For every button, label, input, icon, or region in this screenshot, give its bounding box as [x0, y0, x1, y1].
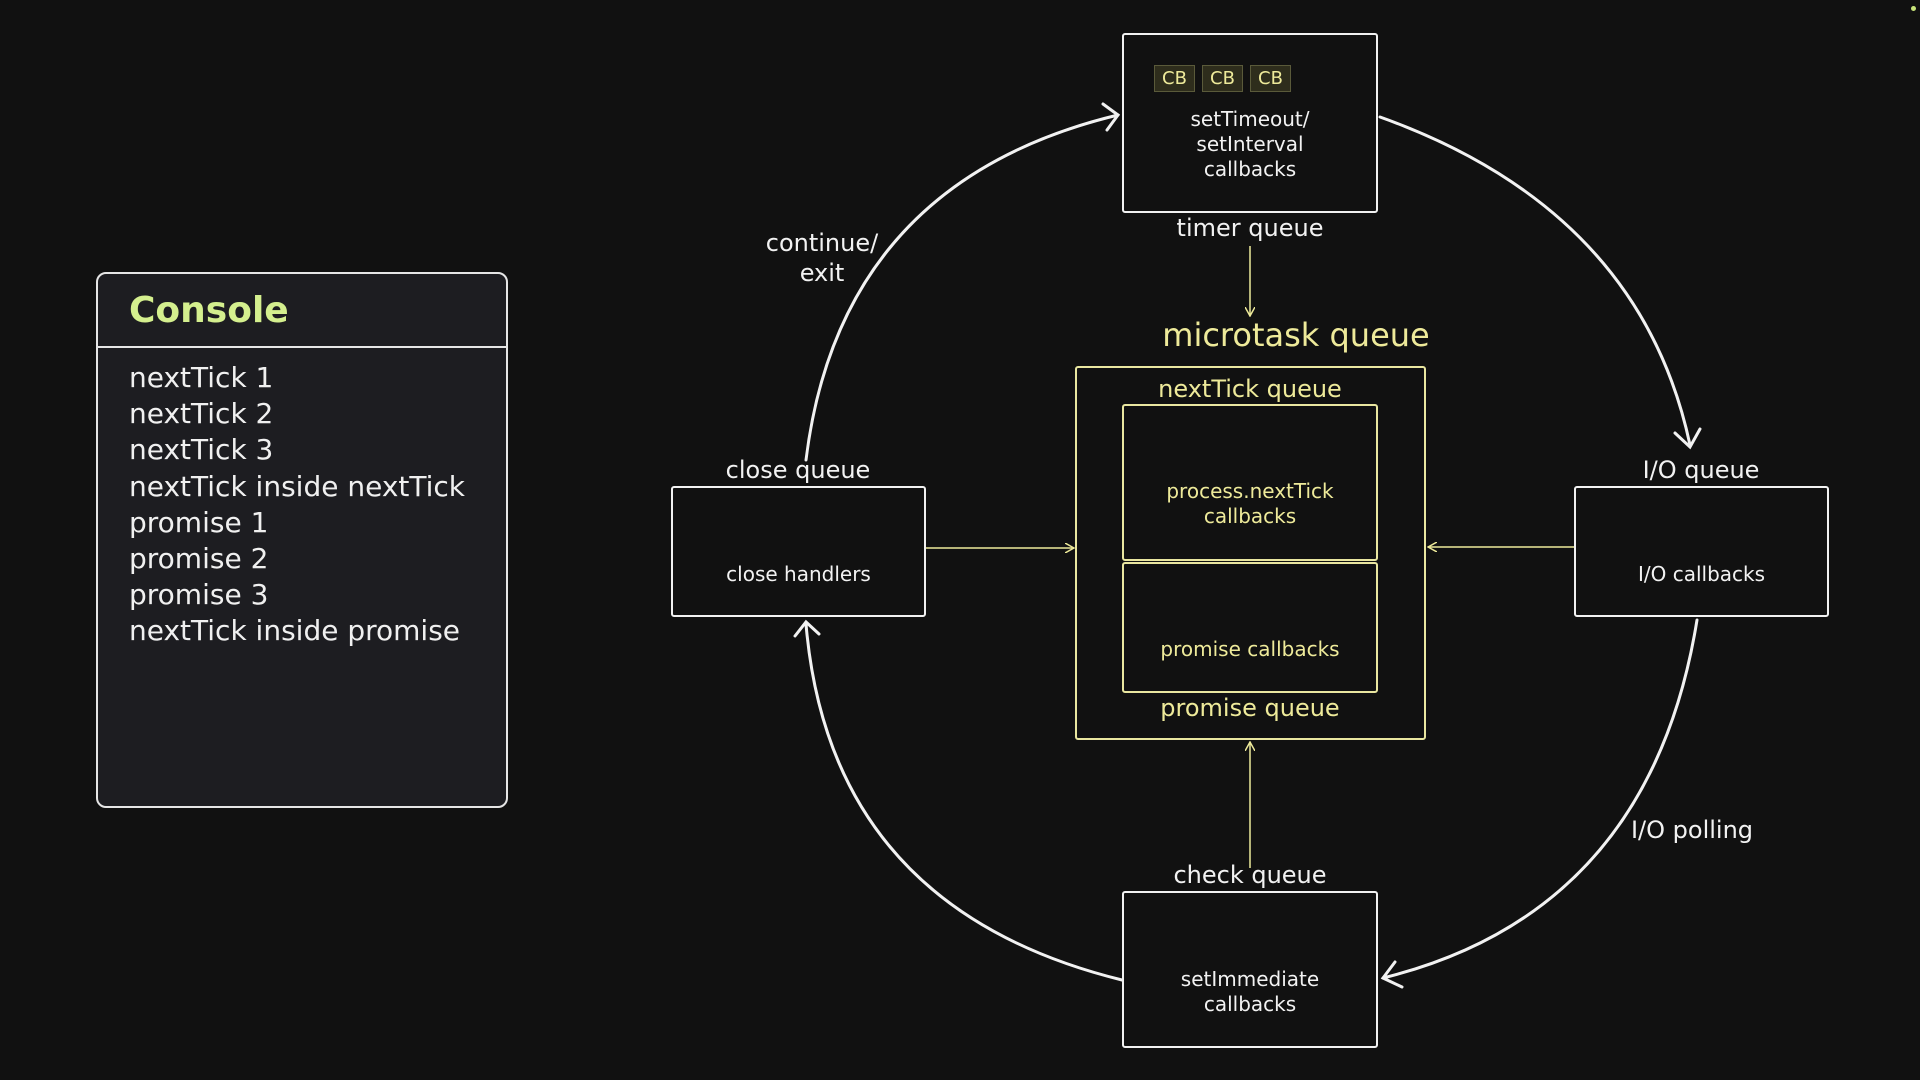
close-queue-box: close handlers: [671, 486, 926, 617]
arrow-io-to-check: [1381, 618, 1699, 980]
arrow-timer-to-io: [1378, 115, 1692, 447]
console-line: nextTick 3: [129, 433, 274, 467]
nexttick-queue-label: nextTick queue: [1158, 375, 1342, 403]
console-line: nextTick 1: [129, 361, 274, 394]
console-title: Console: [129, 289, 289, 331]
callback-badge: CB: [1202, 65, 1243, 92]
callback-badge: CB: [1154, 65, 1195, 92]
console-header: Console: [98, 274, 506, 348]
io-polling-label: I/O polling: [1630, 816, 1754, 844]
promise-callbacks-text: promise callbacks: [1160, 637, 1340, 661]
console-line: promise 1: [129, 505, 269, 539]
io-queue-label: I/O queue: [1642, 456, 1760, 484]
promise-queue-label: promise queue: [1160, 694, 1340, 722]
arrow-close-to-timer: [804, 113, 1120, 462]
continue-exit-label: continue/ exit: [765, 229, 879, 287]
check-queue-box: setImmediate callbacks: [1122, 891, 1378, 1048]
timer-queue-box: CB CB CB setTimeout/ setInterval callbac…: [1122, 33, 1378, 213]
close-queue-text: close handlers: [726, 562, 871, 586]
io-queue-text: I/O callbacks: [1637, 562, 1766, 586]
microtask-queue-title: microtask queue: [1162, 316, 1430, 354]
timer-callback-badges: CB CB CB: [1154, 65, 1291, 92]
console-line: promise 3: [129, 578, 269, 612]
promise-callbacks-box: promise callbacks: [1122, 562, 1378, 693]
check-queue-text: setImmediate callbacks: [1180, 967, 1320, 1016]
console-output: nextTick 1 nextTick 2 nextTick 3 nextTic…: [98, 348, 506, 650]
close-queue-label: close queue: [725, 456, 871, 484]
nexttick-callbacks-box: process.nextTick callbacks: [1122, 404, 1378, 561]
console-line: nextTick inside nextTick: [129, 469, 466, 503]
status-dot: [1911, 6, 1916, 11]
io-queue-box: I/O callbacks: [1574, 486, 1829, 617]
check-queue-label: check queue: [1173, 861, 1327, 889]
console-line: promise 2: [129, 542, 269, 576]
timer-queue-label: timer queue: [1176, 214, 1324, 242]
arrow-check-to-close: [804, 622, 1124, 982]
console-line: nextTick inside promise: [129, 614, 461, 648]
console-line: nextTick 2: [129, 397, 274, 431]
timer-queue-text: setTimeout/ setInterval callbacks: [1190, 107, 1310, 181]
nexttick-callbacks-text: process.nextTick callbacks: [1166, 479, 1334, 528]
console-panel: Console nextTick 1 nextTick 2 nextTick 3…: [96, 272, 508, 808]
callback-badge: CB: [1250, 65, 1291, 92]
